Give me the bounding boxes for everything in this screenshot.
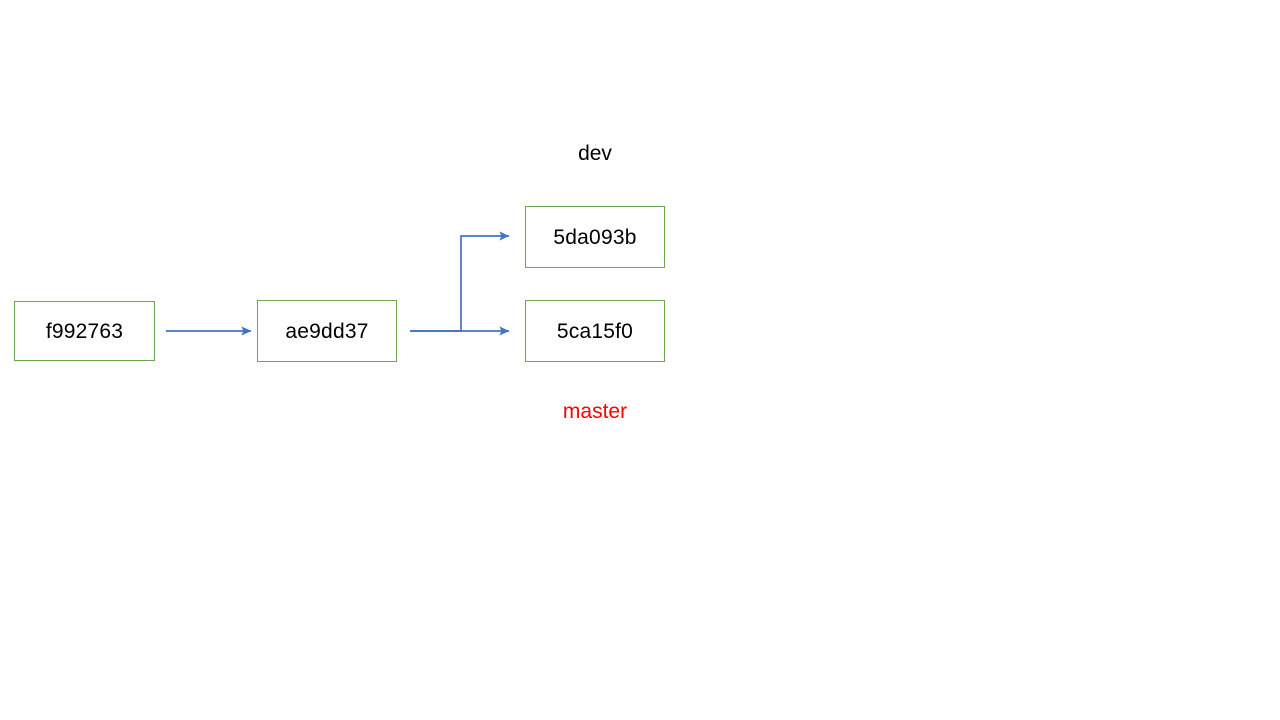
commit-node-5da093b-label: 5da093b: [553, 225, 637, 249]
commit-node-f992763[interactable]: f992763: [14, 301, 155, 361]
branch-label-dev: dev: [545, 143, 645, 164]
commit-node-ae9dd37-label: ae9dd37: [285, 319, 369, 343]
branch-label-dev-text: dev: [578, 142, 612, 165]
commit-node-f992763-label: f992763: [45, 319, 124, 343]
branch-label-master-text: master: [562, 400, 628, 423]
edge-ae9dd37-to-5da093b: [410, 231, 510, 332]
commit-node-5ca15f0-label: 5ca15f0: [556, 319, 634, 343]
commit-node-ae9dd37[interactable]: ae9dd37: [257, 300, 397, 362]
commit-node-5ca15f0[interactable]: 5ca15f0: [525, 300, 665, 362]
branch-label-master: master: [545, 401, 645, 422]
commit-node-5da093b[interactable]: 5da093b: [525, 206, 665, 268]
